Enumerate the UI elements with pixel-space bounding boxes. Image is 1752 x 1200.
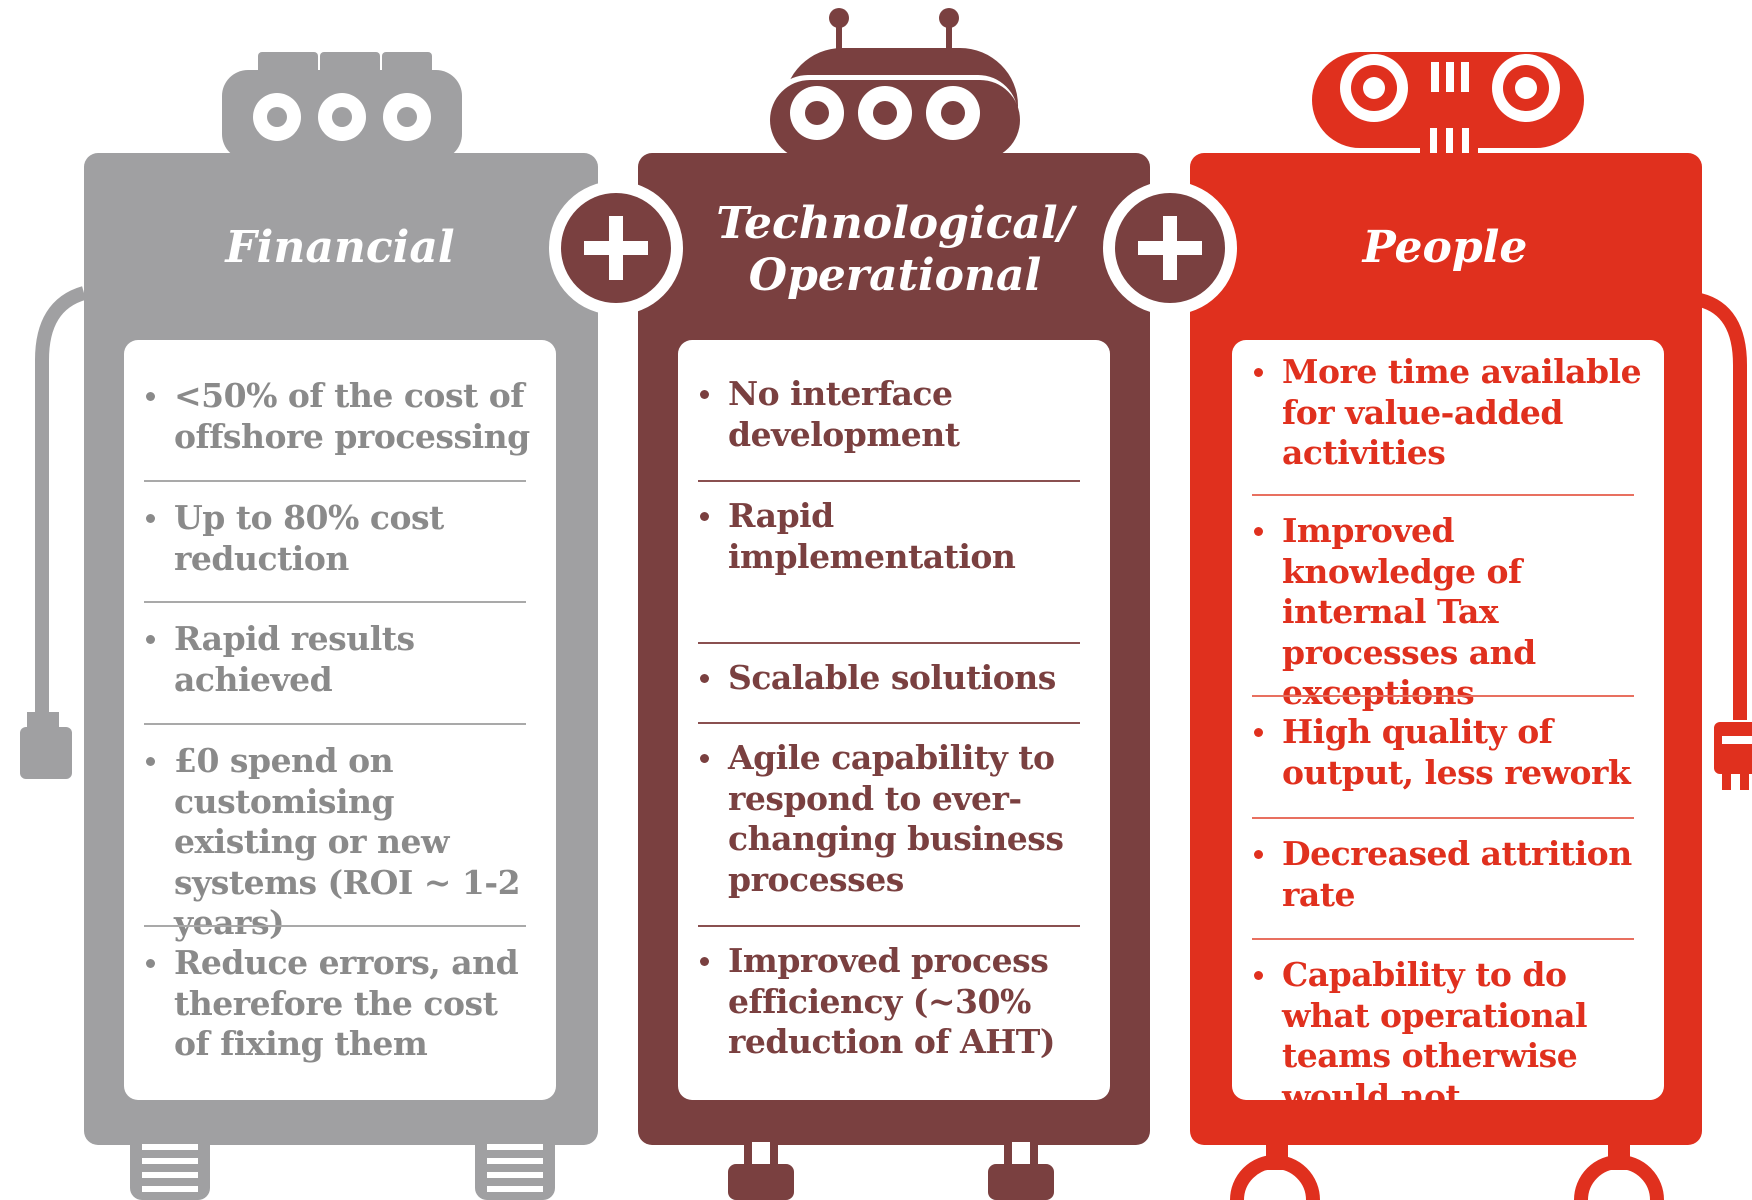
divider <box>1252 494 1634 496</box>
technological-title-line1: Technological/ <box>716 198 1074 249</box>
financial-title: Financial <box>225 222 455 273</box>
divider <box>144 925 526 927</box>
list-item: Agile capability to respond to ever-chan… <box>698 738 1090 900</box>
divider <box>144 480 526 482</box>
list-item: More time available for value-added acti… <box>1252 352 1644 474</box>
list-item: Rapid results achieved <box>144 619 536 700</box>
list-item: Improved process efficiency (~30% reduct… <box>698 941 1090 1063</box>
list-item: High quality of output, less rework <box>1252 712 1644 793</box>
list-item: Up to 80% cost reduction <box>144 498 536 579</box>
divider <box>1252 938 1634 940</box>
divider <box>144 601 526 603</box>
divider <box>698 925 1080 927</box>
list-item: No interface development <box>698 374 1090 455</box>
divider <box>698 722 1080 724</box>
divider <box>144 723 526 725</box>
list-item: <50% of the cost of offshore processing <box>144 376 536 457</box>
list-item: Capability to do what operational teams … <box>1252 955 1644 1117</box>
technological-panel: No interface development Rapid implement… <box>678 340 1110 1100</box>
financial-robot-arm <box>35 286 87 712</box>
list-item: Rapid implementation <box>698 496 1090 577</box>
list-item: Scalable solutions <box>698 658 1090 699</box>
technological-title-line2: Operational <box>748 250 1042 301</box>
people-robot-arm <box>1697 293 1747 720</box>
people-title: People <box>1362 222 1528 273</box>
list-item: £0 spend on customising existing or new … <box>144 741 536 944</box>
divider <box>698 642 1080 644</box>
people-panel: More time available for value-added acti… <box>1232 340 1664 1116</box>
divider <box>698 480 1080 482</box>
technological-title: Technological/ Operational <box>690 198 1100 302</box>
list-item: Decreased attrition rate <box>1252 834 1644 915</box>
financial-panel: <50% of the cost of offshore processing … <box>124 340 556 1100</box>
plus-icon <box>1103 181 1237 315</box>
plus-icon <box>549 181 683 315</box>
divider <box>1252 695 1634 697</box>
list-item: Reduce errors, and therefore the cost of… <box>144 943 536 1065</box>
list-item: Improved knowledge of internal Tax proce… <box>1252 511 1644 714</box>
divider <box>1252 817 1634 819</box>
